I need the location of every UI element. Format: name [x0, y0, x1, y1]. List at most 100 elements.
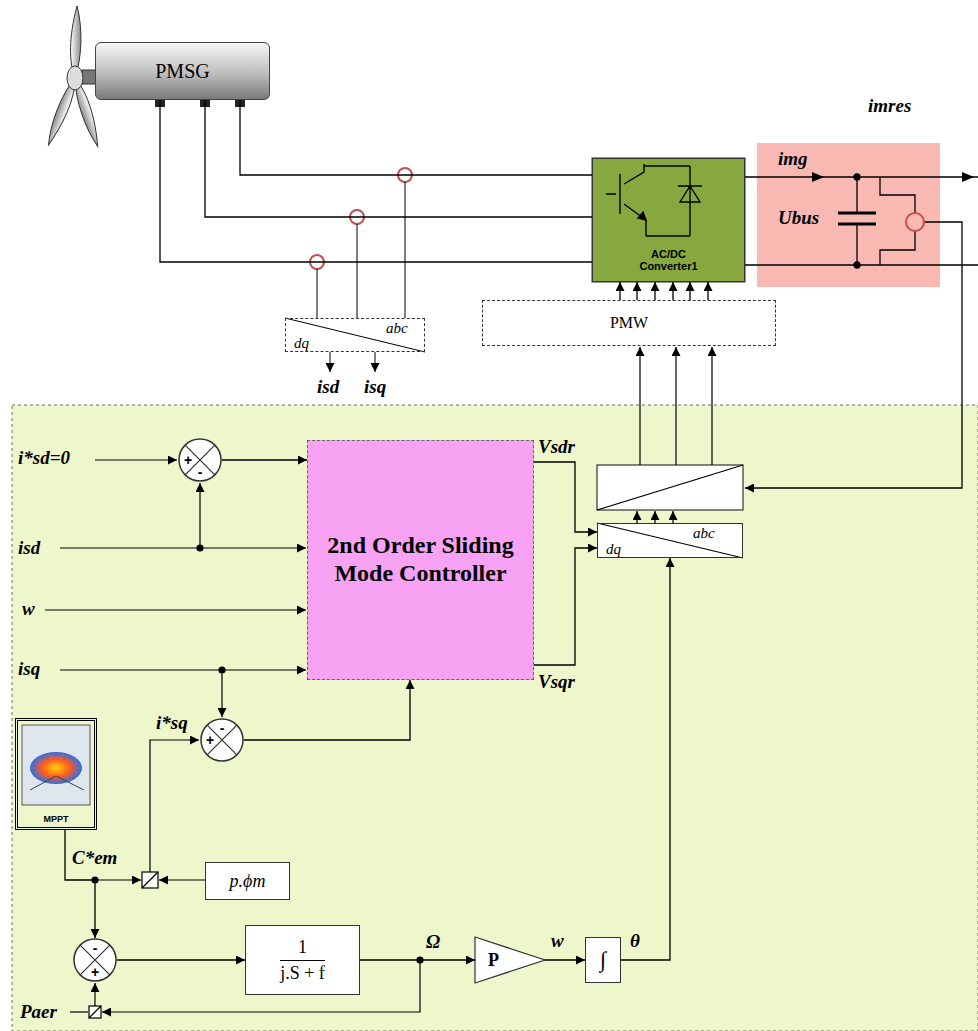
signal-arrow	[117, 959, 245, 960]
text-block: ∫	[600, 947, 606, 972]
text-holder: +	[206, 732, 214, 748]
axis-label: dq	[606, 541, 621, 558]
text-flow: PMSG	[96, 43, 269, 99]
converter-body-part	[592, 158, 745, 282]
text-flow: PMW	[483, 301, 775, 345]
signal-label-holder: isd	[18, 537, 40, 560]
mppt-icon	[22, 725, 90, 805]
signal-name: θ	[630, 930, 640, 951]
signal-name: w	[22, 598, 35, 619]
dc-bus-part	[906, 213, 924, 231]
text-holder: dq	[294, 335, 309, 352]
signal-name: i*sd=0	[18, 447, 70, 468]
sum-junction: +-	[178, 438, 222, 482]
text-holder: dq	[606, 541, 621, 558]
signal-arrow	[707, 282, 708, 300]
signal-name: isd	[18, 537, 40, 558]
signal-arrow	[360, 959, 475, 960]
text-block: 2nd Order Sliding Mode Controller	[321, 532, 521, 587]
dc-bus-part	[838, 213, 876, 224]
signal-label-holder: i*sq	[156, 712, 188, 735]
mppt-icon-part	[22, 725, 90, 805]
dc-bus	[745, 172, 978, 488]
signal-arrow	[689, 282, 690, 300]
signal-arrow	[621, 558, 670, 960]
phase-wire	[240, 100, 592, 175]
signal-name: Ω	[426, 931, 440, 952]
signal-arrow	[65, 830, 95, 938]
current-sensors	[310, 168, 412, 269]
signal-arrow	[244, 680, 410, 740]
node-label: MPPT	[43, 814, 68, 824]
flux-gain-box: p.ϕm	[205, 862, 290, 900]
node-label: PMW	[610, 314, 648, 332]
converter-body-part-part	[644, 166, 702, 236]
dc-bus-part	[854, 174, 860, 180]
torque-path-part	[95, 879, 141, 880]
pwm-block-links-part	[597, 465, 743, 510]
signal-name: imres	[868, 95, 911, 116]
sum-junction: -+	[73, 938, 117, 982]
signal-label-holder: Paer	[20, 1001, 57, 1024]
pwm-block-links	[597, 347, 743, 558]
torque-path	[70, 740, 545, 1018]
signal-name: img	[778, 148, 808, 169]
sum-junction: -+	[200, 718, 244, 762]
text-holder: abc	[693, 525, 715, 542]
pwm-block-links-part	[675, 347, 676, 465]
text-block: 1j.S + f	[274, 935, 331, 985]
transfer-function-box: 1j.S + f	[245, 925, 360, 995]
signal-label-holder: imres	[868, 95, 911, 118]
text-flow: 2nd Order Sliding Mode Controller	[308, 441, 533, 679]
converter-body-part-part	[606, 164, 646, 236]
axis-label: abc	[693, 525, 715, 542]
control-region-part	[12, 405, 978, 1031]
signal-arrow	[222, 459, 307, 460]
sign-label: +	[91, 964, 99, 980]
converter-box: AC/DC Converter1	[592, 158, 745, 282]
signal-name: isd	[317, 376, 339, 397]
torque-path-part	[150, 740, 199, 872]
pwm-block-links-part	[654, 511, 655, 523]
mppt-icon-part	[30, 752, 82, 784]
text-holder: -	[220, 720, 225, 736]
signal-arrow	[654, 282, 655, 300]
signal-arrow	[545, 959, 585, 960]
signal-label-holder: isq	[18, 658, 40, 681]
signal-label-holder: isq	[364, 376, 386, 399]
torque-path-part	[89, 1006, 101, 1018]
wind-turbine-part	[67, 66, 83, 90]
text-block: PMW	[610, 314, 648, 332]
dc-bus-part	[745, 177, 978, 265]
torque-path-part	[70, 1011, 88, 1012]
dc-bus-part	[880, 177, 915, 265]
text-holder: -	[93, 940, 98, 956]
input-wires-part	[197, 545, 203, 551]
dc-bus-part	[854, 262, 860, 268]
sum-circle-outline	[201, 719, 243, 761]
torque-path-part	[89, 1006, 101, 1018]
input-wires-part	[199, 483, 200, 548]
wind-turbine-part	[82, 70, 96, 84]
text-flow: AC/DC Converter1	[593, 159, 744, 281]
sum-circle-outline	[74, 939, 116, 981]
transform-box: abcdq	[285, 318, 425, 352]
pwm-block-links-part	[597, 465, 743, 510]
phase-wire	[160, 100, 592, 262]
signal-name: i*sq	[156, 712, 188, 733]
text-flow: 1j.S + f	[246, 926, 359, 994]
torque-path-part	[94, 983, 95, 1006]
node-label: 1	[280, 935, 325, 961]
pwm-block-links-part	[597, 523, 743, 558]
text-flow: P	[475, 937, 545, 983]
signal-label-holder: isd	[317, 376, 339, 399]
axis-label: dq	[294, 335, 309, 352]
sum-circle-outline	[179, 439, 221, 481]
input-wires-part	[60, 547, 306, 548]
dc-bus-part	[745, 222, 962, 488]
sign-label: +	[206, 732, 214, 748]
text-block: P	[488, 950, 499, 971]
dc-bus-part	[962, 172, 974, 182]
signal-name: isq	[18, 658, 40, 679]
node-label: P	[488, 950, 499, 971]
